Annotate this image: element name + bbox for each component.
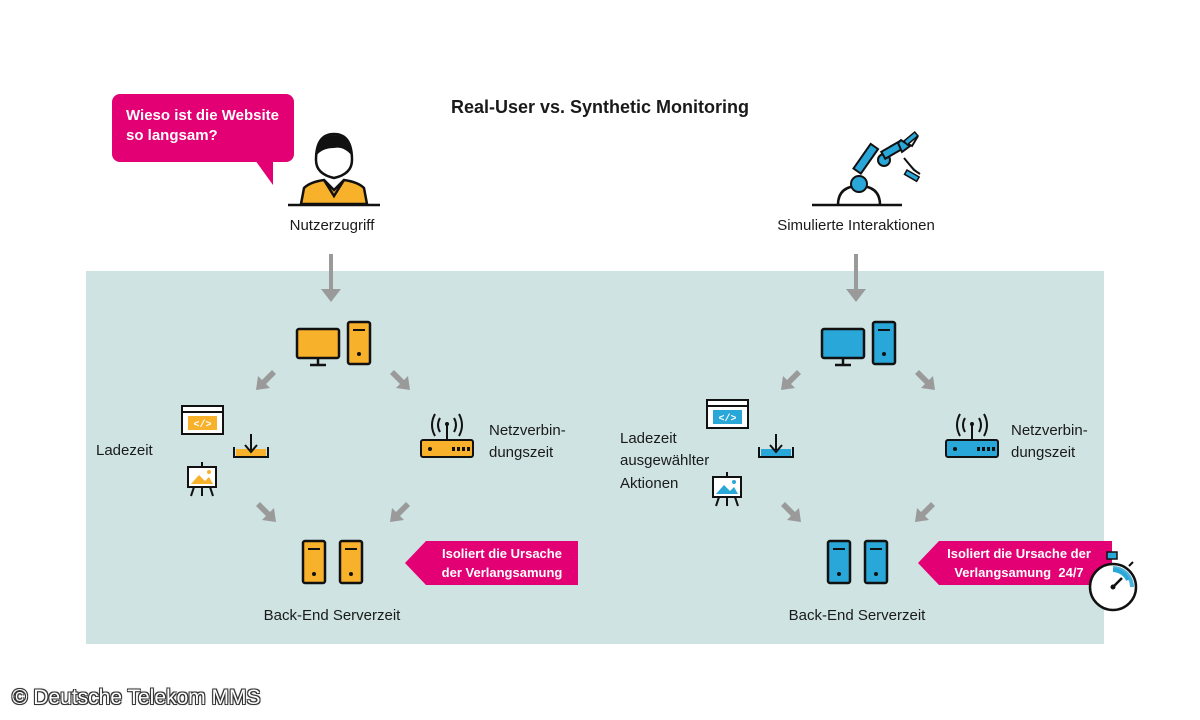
real-user-load-time-label: Ladezeit <box>96 442 153 459</box>
code-window-icon-right: </> <box>706 399 749 429</box>
actor-arrows <box>321 254 866 302</box>
isolate-tag-right <box>918 541 1112 585</box>
isolate-tag-left <box>405 541 578 585</box>
download-icon-left <box>233 434 269 458</box>
stopwatch-icon <box>1088 551 1138 612</box>
download-icon-right <box>758 434 794 458</box>
speech-bubble-tail <box>255 160 273 185</box>
real-user-backend-label: Back-End Serverzeit <box>263 607 401 624</box>
router-icon-left <box>420 413 474 458</box>
isolate-tag-left-line-2: der Verlangsamung <box>441 565 563 580</box>
image-easel-icon-left <box>187 462 217 497</box>
synthetic-load-time-label-3: Aktionen <box>620 475 679 492</box>
real-user-network-label-2: dungszeit <box>489 444 554 461</box>
code-window-icon-left: </> <box>181 405 224 435</box>
flow-arrows <box>256 370 935 522</box>
copyright-notice: © Deutsche Telekom MMS <box>12 686 261 709</box>
user-person-icon <box>288 132 380 207</box>
isolate-badge-247: 24/7 <box>1058 565 1084 580</box>
svg-text:</>: </> <box>193 419 211 431</box>
server-icon-right <box>826 539 889 585</box>
page-title: Real-User vs. Synthetic Monitoring <box>450 97 750 117</box>
robot-arm-icon <box>812 130 921 207</box>
isolate-tag-right-text: Verlangsamung <box>954 565 1052 580</box>
synthetic-load-time-label-1: Ladezeit <box>620 430 677 447</box>
isolate-tag-left-line-1: Isoliert die Ursache <box>442 546 562 561</box>
computer-icon-right <box>820 320 897 367</box>
synthetic-network-label-2: dungszeit <box>1011 444 1076 461</box>
synthetic-backend-label: Back-End Serverzeit <box>788 607 926 624</box>
synthetic-load-time-label-2: ausgewählter <box>620 452 710 469</box>
real-user-actor-label: Nutzerzugriff <box>289 217 375 234</box>
image-easel-icon-right <box>712 472 742 507</box>
isolate-tag-right-line-1: Isoliert die Ursache der <box>947 546 1091 561</box>
real-user-network-label-1: Netzverbin- <box>489 422 566 439</box>
synthetic-network-label-1: Netzverbin- <box>1011 422 1088 439</box>
isolate-tag-right-line-2: Verlangsamung 24/7 <box>939 563 1099 582</box>
computer-icon-left <box>295 320 372 367</box>
speech-bubble: Wieso ist die Website so langsam? <box>112 94 294 162</box>
synthetic-actor-label: Simulierte Interaktionen <box>777 217 935 234</box>
svg-text:</>: </> <box>718 413 736 425</box>
server-icon-left <box>301 539 364 585</box>
router-icon-right <box>945 413 999 458</box>
